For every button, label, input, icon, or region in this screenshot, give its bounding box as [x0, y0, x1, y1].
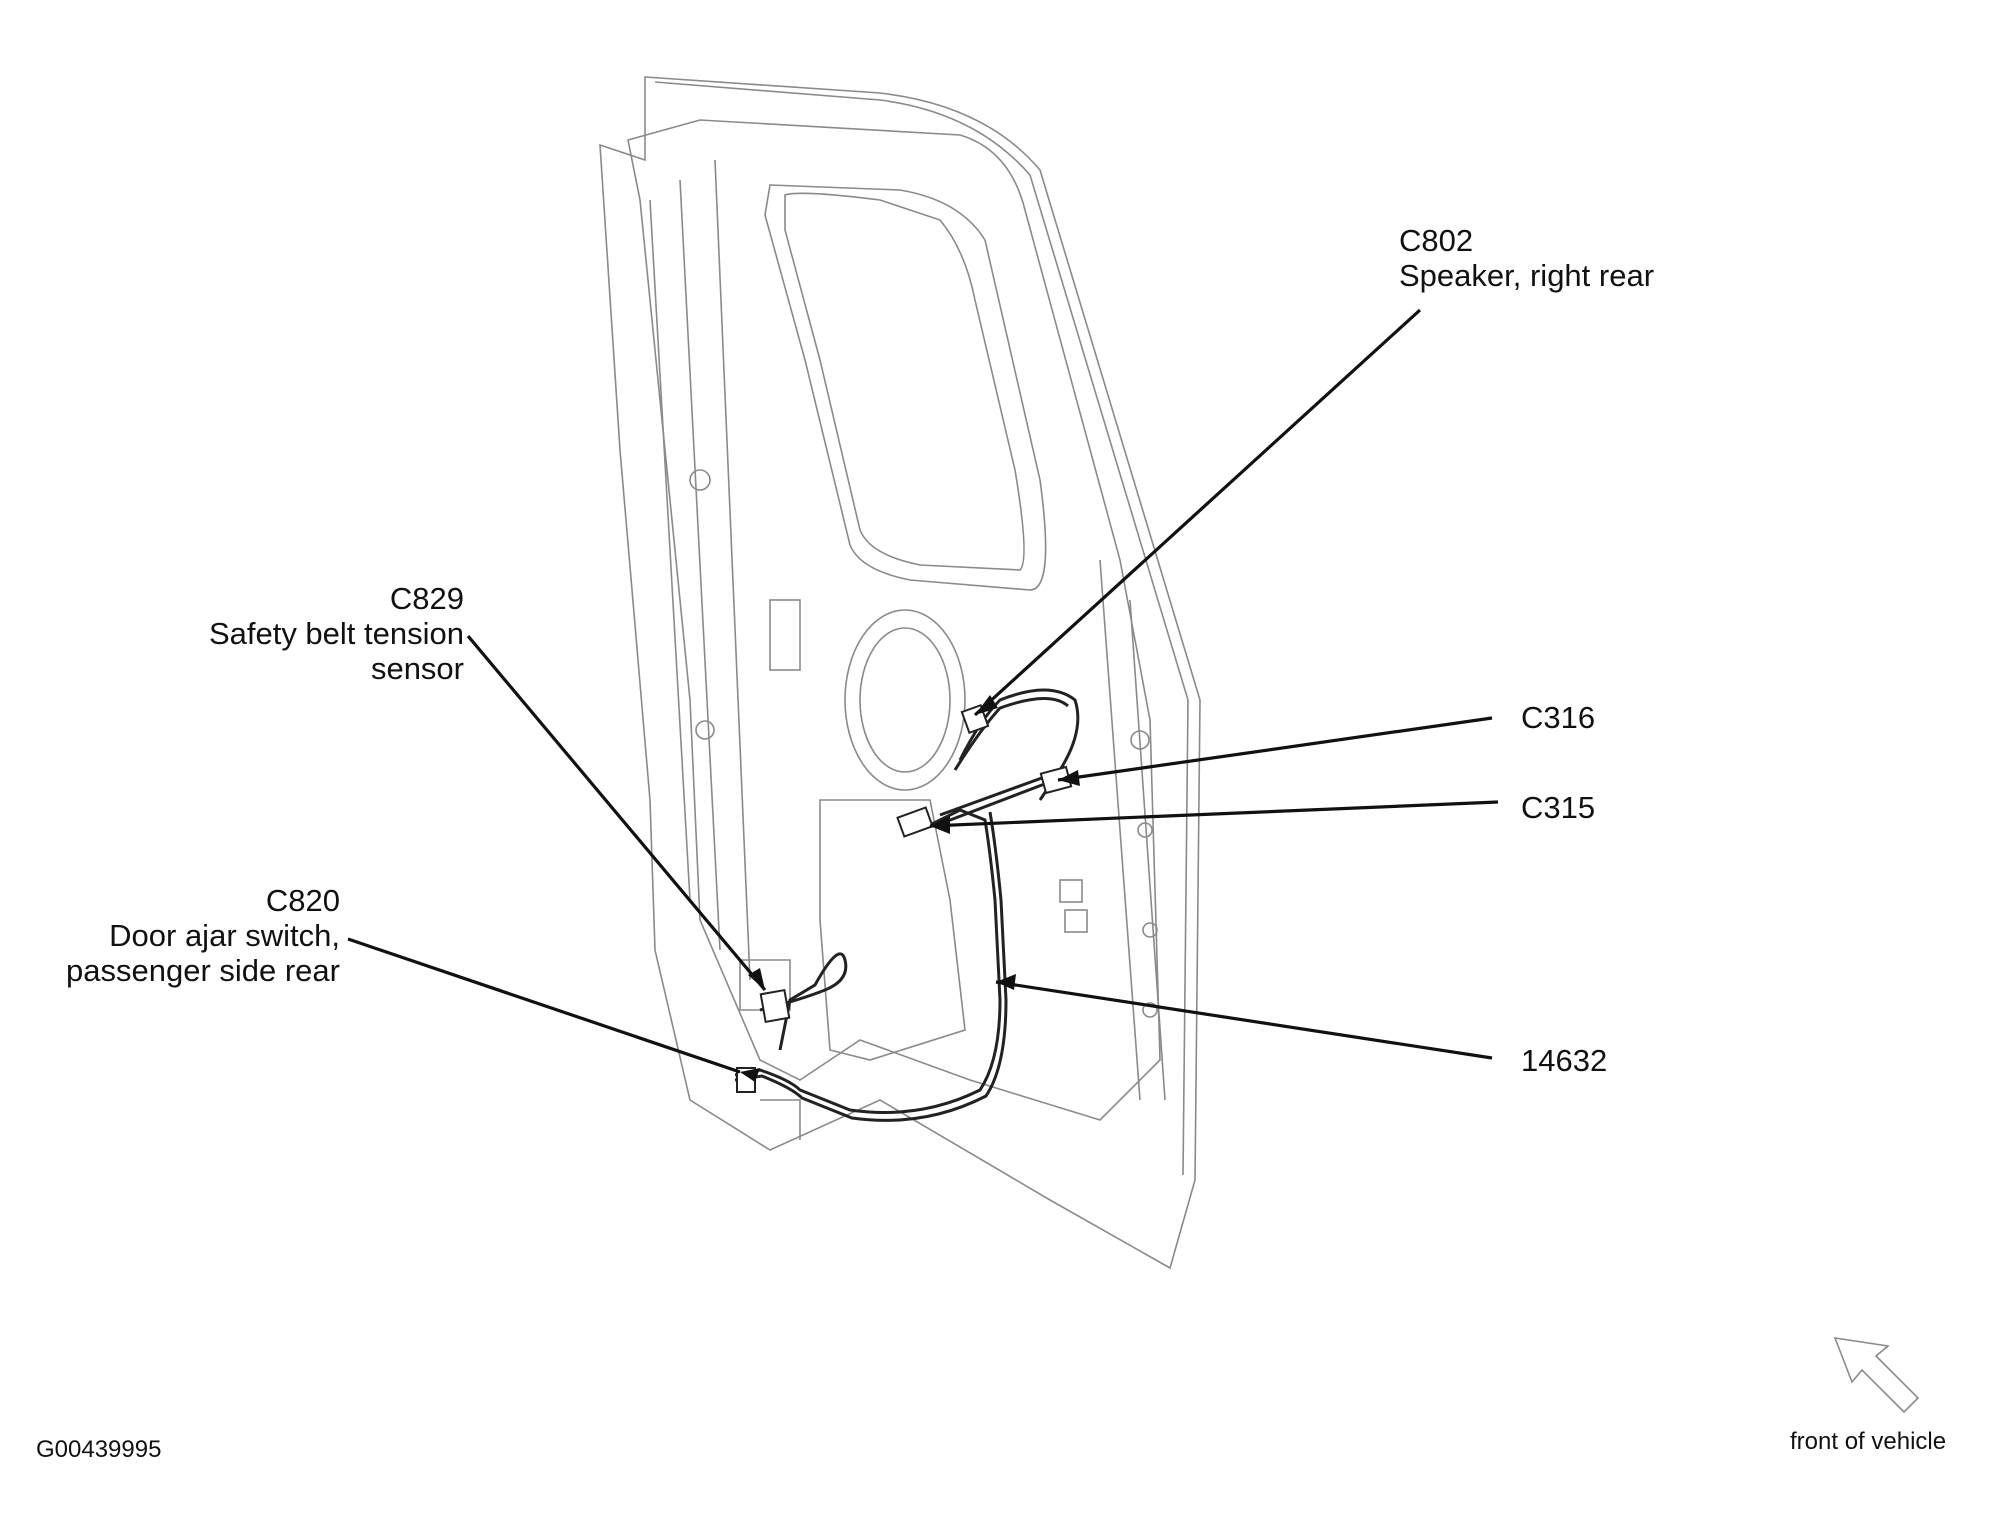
leader-lines — [347, 308, 1499, 1074]
rear-door-drawing — [599, 76, 1201, 1270]
callout-c316-code: C316 — [1521, 700, 1596, 735]
connector-c315 — [896, 806, 934, 838]
callout-c820-desc-line1: Door ajar switch, — [109, 918, 340, 953]
callout-c802: C802 Speaker, right rear — [1399, 223, 1654, 293]
callout-c829-desc-line1: Safety belt tension — [208, 616, 464, 651]
callout-14632: 14632 — [1521, 1043, 1607, 1078]
leader-c315 — [929, 800, 1499, 828]
connector-c829 — [759, 988, 791, 1024]
callout-c820: C820 Door ajar switch, passenger side re… — [66, 883, 340, 988]
callout-c829-code: C829 — [389, 581, 464, 616]
orientation-label: front of vehicle — [1790, 1428, 1947, 1455]
leader-c829 — [466, 634, 767, 992]
figure-id: G00439995 — [36, 1436, 162, 1463]
callout-c315: C315 — [1521, 790, 1595, 825]
callout-c820-code: C820 — [265, 883, 340, 918]
leader-c316 — [1057, 716, 1493, 782]
leader-c802 — [973, 308, 1422, 717]
callout-c316: C316 — [1521, 700, 1595, 735]
callout-c315-code: C315 — [1521, 790, 1596, 825]
callout-c820-desc-line2: passenger side rear — [66, 953, 340, 988]
wiring-harness — [734, 688, 1080, 1122]
callout-c802-code: C802 — [1399, 223, 1474, 258]
leader-c820 — [347, 937, 741, 1074]
direction-arrow-icon — [1833, 1337, 1920, 1414]
callout-c802-desc: Speaker, right rear — [1399, 258, 1655, 293]
leader-14632 — [995, 980, 1493, 1060]
connectors — [736, 703, 1073, 1093]
callout-c829: C829 Safety belt tension sensor — [209, 581, 464, 686]
callout-14632-code: 14632 — [1521, 1043, 1608, 1078]
leader-arrowheads — [740, 695, 1080, 1082]
callout-c829-desc-line2: sensor — [370, 651, 464, 686]
